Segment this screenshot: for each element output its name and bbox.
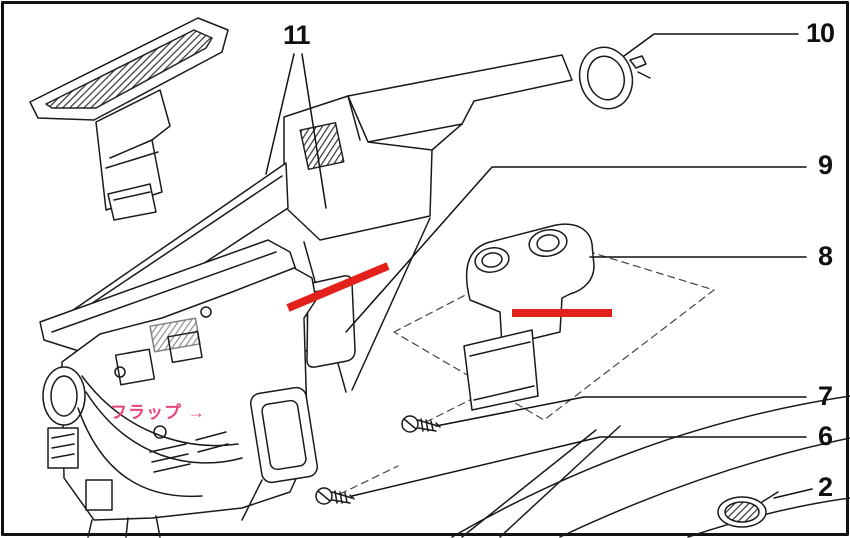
- red-highlight-marks: [288, 266, 612, 313]
- screw-icon-lower: [316, 488, 354, 504]
- mounting-plane-dashed-lines: [340, 244, 714, 494]
- callout-10: 10: [806, 18, 835, 48]
- callout-8: 8: [818, 241, 833, 271]
- callout-9: 9: [818, 150, 833, 180]
- callout-6: 6: [818, 421, 833, 451]
- heater-unit-drawing: [43, 268, 319, 537]
- callout-2: 2: [818, 472, 833, 502]
- main-air-duct-drawing: [52, 55, 572, 392]
- screw-icon-upper: [402, 416, 440, 432]
- body-panel-drawing: [452, 396, 850, 537]
- figure-border: [3, 3, 848, 535]
- center-vent-duct-drawing: [464, 224, 594, 410]
- flap-annotation: フラップ →: [110, 403, 206, 422]
- callout-11: 11: [283, 20, 311, 50]
- round-cap-drawing: [718, 492, 778, 527]
- callout-leader-lines: [266, 34, 812, 498]
- red-mark-left: [288, 266, 388, 308]
- screw-icons: [316, 416, 440, 504]
- callout-7: 7: [818, 381, 833, 411]
- defroster-grille-duct-drawing: [30, 18, 228, 220]
- round-side-vent-drawing: [573, 41, 650, 114]
